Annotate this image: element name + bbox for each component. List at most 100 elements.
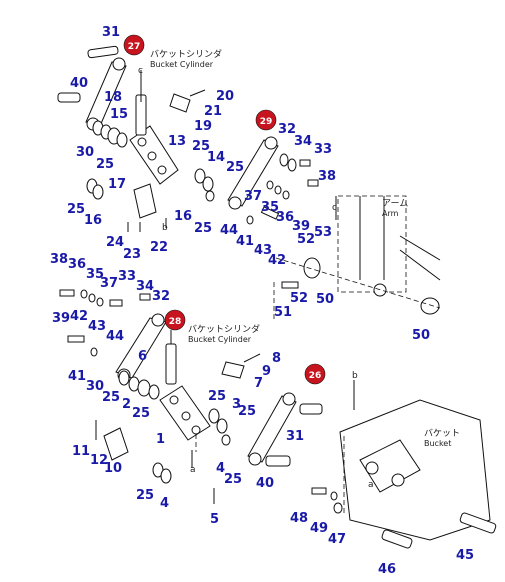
callout-37: 37 — [100, 276, 118, 291]
callout-25: 25 — [208, 389, 226, 404]
badge-28: 28 — [164, 309, 186, 331]
callout-43: 43 — [254, 243, 272, 258]
callout-24: 24 — [106, 235, 124, 250]
badge-28-text: 28 — [169, 317, 182, 327]
ref-letter-c-top: c — [138, 66, 143, 76]
callout-40: 40 — [70, 76, 88, 91]
callout-36: 36 — [68, 257, 86, 272]
upper-assembly — [57, 45, 441, 315]
callout-41: 41 — [236, 234, 254, 249]
callout-33: 33 — [118, 269, 136, 284]
rod-6-shape — [165, 343, 177, 385]
callout-31: 31 — [286, 429, 304, 444]
callout-42: 42 — [268, 253, 286, 268]
callout-25: 25 — [224, 472, 242, 487]
callout-7: 7 — [254, 376, 263, 391]
callout-17: 17 — [108, 177, 126, 192]
callout-11: 11 — [72, 444, 90, 459]
callout-21: 21 — [204, 104, 222, 119]
bucket-shape — [339, 399, 491, 541]
callout-39: 39 — [292, 219, 310, 234]
callout-9: 9 — [262, 364, 271, 379]
callout-40: 40 — [256, 476, 274, 491]
plate-10-shape — [103, 427, 129, 461]
bucket-cylinder-en-label-top: Bucket Cylinder — [150, 60, 214, 69]
callout-45: 45 — [456, 548, 474, 563]
callout-25: 25 — [102, 390, 120, 405]
callout-2: 2 — [122, 397, 131, 412]
callout-19: 19 — [194, 119, 212, 134]
callout-39: 39 — [52, 311, 70, 326]
callout-25: 25 — [132, 406, 150, 421]
callout-25: 25 — [67, 202, 85, 217]
badge-29-text: 29 — [260, 117, 273, 127]
callout-31: 31 — [102, 25, 120, 40]
callout-49: 49 — [310, 521, 328, 536]
callout-12: 12 — [90, 453, 108, 468]
badge-29: 29 — [255, 109, 277, 131]
callout-51: 51 — [274, 305, 292, 320]
callout-25: 25 — [238, 404, 256, 419]
arm-end-shape — [337, 195, 441, 297]
bucket-jp-label: バケット — [424, 428, 460, 439]
callout-15: 15 — [110, 107, 128, 122]
callout-4: 4 — [216, 461, 225, 476]
callout-34: 34 — [136, 279, 154, 294]
ref-letter-b-bucket: b — [352, 371, 358, 381]
callout-41: 41 — [68, 369, 86, 384]
bucket-cylinder-jp-label-bottom: バケットシリンダ — [188, 323, 260, 335]
bucket-cylinder-jp-label-top: バケットシリンダ — [150, 48, 222, 60]
bucket-en-label: Bucket — [424, 439, 451, 448]
callout-3: 3 — [232, 397, 241, 412]
arm-jp-label: アーム — [382, 198, 408, 209]
callout-20: 20 — [216, 89, 234, 104]
callout-32: 32 — [278, 122, 296, 137]
ref-letter-b-top: b — [162, 223, 168, 233]
badge-26: 26 — [304, 363, 326, 385]
callout-30: 30 — [86, 379, 104, 394]
callout-5: 5 — [210, 512, 219, 527]
callout-47: 47 — [328, 532, 346, 547]
callout-6: 6 — [138, 349, 147, 364]
pin-40-shape — [57, 92, 81, 103]
badge-26-text: 26 — [309, 371, 322, 381]
ref-letter-c-arm: c — [332, 203, 337, 213]
callout-33: 33 — [314, 142, 332, 157]
callout-35: 35 — [86, 267, 104, 282]
callout-52: 52 — [297, 232, 315, 247]
ref-letter-a-bucket: a — [368, 480, 374, 490]
callout-50: 50 — [412, 328, 430, 343]
callout-34: 34 — [294, 134, 312, 149]
callout-25: 25 — [192, 139, 210, 154]
callout-25: 25 — [96, 157, 114, 172]
arm-en-label: Arm — [382, 209, 399, 218]
callout-48: 48 — [290, 511, 308, 526]
callout-25: 25 — [194, 221, 212, 236]
callout-8: 8 — [272, 351, 281, 366]
badge-27: 27 — [123, 34, 145, 56]
callout-30: 30 — [76, 145, 94, 160]
callout-42: 42 — [70, 309, 88, 324]
callout-14: 14 — [207, 150, 225, 165]
callout-13: 13 — [168, 134, 186, 149]
ref-letter-a-bracket: a — [190, 465, 196, 475]
lower-assembly — [59, 282, 497, 549]
callout-50: 50 — [316, 292, 334, 307]
callout-4: 4 — [160, 496, 169, 511]
callout-37: 37 — [244, 189, 262, 204]
badge-27-text: 27 — [128, 42, 141, 52]
callout-44: 44 — [220, 223, 238, 238]
callout-22: 22 — [150, 240, 168, 255]
callout-53: 53 — [314, 225, 332, 240]
callout-38: 38 — [318, 169, 336, 184]
bucket-cylinder-en-label-bottom: Bucket Cylinder — [188, 335, 252, 344]
callout-18: 18 — [104, 90, 122, 105]
callout-44: 44 — [106, 329, 124, 344]
callout-35: 35 — [261, 200, 279, 215]
callout-25: 25 — [136, 488, 154, 503]
callout-52: 52 — [290, 291, 308, 306]
callout-38: 38 — [50, 252, 68, 267]
callout-32: 32 — [152, 289, 170, 304]
